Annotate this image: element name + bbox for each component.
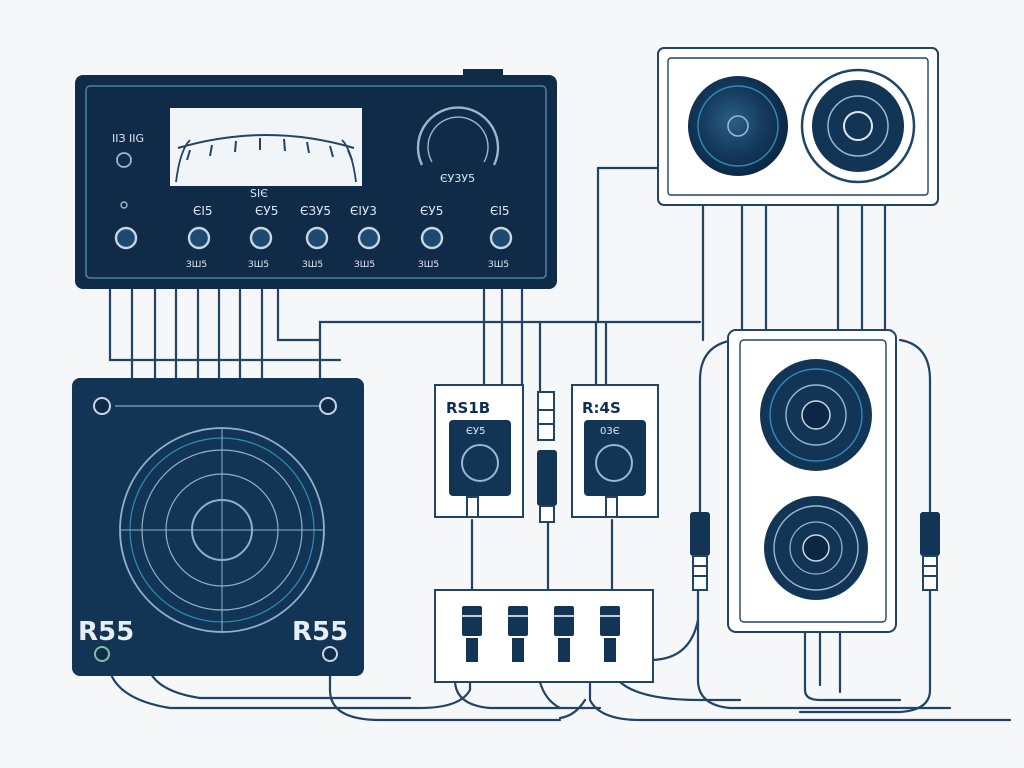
wire bbox=[798, 588, 932, 714]
module-left-face bbox=[449, 420, 511, 496]
wire bbox=[328, 670, 562, 722]
wiring bbox=[108, 166, 1012, 722]
subwoofer-cone bbox=[119, 427, 325, 633]
hub-ports bbox=[462, 606, 620, 662]
top-speaker-inner bbox=[667, 57, 929, 196]
wire bbox=[588, 680, 1012, 722]
module-middle-connector bbox=[537, 391, 557, 523]
subwoofer-unit: R55 R55 bbox=[72, 378, 364, 676]
knob-label: ЗШ5 bbox=[186, 260, 207, 270]
wire bbox=[618, 680, 742, 702]
subwoofer-right-label: R55 bbox=[292, 617, 348, 647]
connector-tip bbox=[539, 505, 555, 523]
wire bbox=[318, 320, 702, 342]
power-knob[interactable] bbox=[114, 226, 138, 250]
knob-label: ЗШ5 bbox=[248, 260, 269, 270]
wire bbox=[108, 670, 472, 710]
small-knob[interactable] bbox=[116, 152, 132, 168]
wire bbox=[558, 698, 587, 720]
wire bbox=[538, 680, 562, 710]
receiver-unit: ІІЗ ІІG ЄУ3У5 SIЄ ЄI5 ЄУ5 ЄЗУ5 ЄIУ3 ЄУ5 … bbox=[75, 69, 557, 289]
screw-icon bbox=[322, 646, 338, 662]
wire bbox=[803, 628, 902, 702]
subwoofer-body bbox=[72, 378, 364, 676]
module-right-subtitle: 03Є bbox=[600, 426, 620, 437]
module-right-speaker bbox=[595, 444, 633, 482]
module-right: R:4S 03Є bbox=[571, 384, 659, 518]
knob-label: ЗШ5 bbox=[354, 260, 375, 270]
module-left-title: RS1B bbox=[446, 399, 490, 417]
wire bbox=[276, 286, 322, 382]
meter-label: SIЄ bbox=[250, 187, 268, 200]
wire bbox=[453, 678, 602, 710]
side-plugs bbox=[690, 512, 940, 591]
screw-icon bbox=[319, 397, 337, 415]
module-right-title: R:4S bbox=[582, 399, 621, 417]
module-left-speaker bbox=[461, 444, 499, 482]
knob[interactable] bbox=[305, 226, 329, 250]
module-left-subtitle: ЄУ5 bbox=[466, 426, 485, 437]
receiver-left-label: ІІЗ ІІG bbox=[112, 132, 144, 145]
connector-jack bbox=[537, 450, 557, 506]
channel-label: ЄI5 bbox=[193, 204, 213, 218]
module-right-face bbox=[584, 420, 646, 496]
cable-plug bbox=[690, 512, 710, 556]
knob[interactable] bbox=[187, 226, 211, 250]
hub-port[interactable] bbox=[554, 606, 574, 636]
channel-label: ЄУ5 bbox=[255, 204, 278, 218]
vu-needle-base bbox=[175, 139, 357, 183]
volume-arc-inner bbox=[427, 116, 489, 163]
subwoofer-left-label: R55 bbox=[78, 617, 134, 647]
receiver-knobs bbox=[114, 226, 513, 250]
tower-inner bbox=[739, 339, 887, 623]
module-right-plug bbox=[605, 496, 618, 518]
hub-port[interactable] bbox=[462, 606, 482, 636]
wire bbox=[898, 338, 932, 522]
knob[interactable] bbox=[249, 226, 273, 250]
screw-icon bbox=[94, 646, 110, 662]
wire bbox=[648, 618, 700, 662]
knob-label: ЗШ5 bbox=[488, 260, 509, 270]
indicator-dot bbox=[120, 201, 128, 209]
wire bbox=[108, 286, 342, 362]
connector-plug bbox=[537, 391, 555, 441]
channel-label: ЄI5 bbox=[490, 204, 510, 218]
channel-label: ЄУ5 bbox=[420, 204, 443, 218]
receiver-top-tab bbox=[463, 69, 503, 77]
top-speaker-box bbox=[657, 47, 939, 206]
knob[interactable] bbox=[357, 226, 381, 250]
hub-port[interactable] bbox=[600, 606, 620, 636]
tower-speaker bbox=[727, 329, 897, 633]
knob[interactable] bbox=[420, 226, 444, 250]
connector-hub bbox=[434, 589, 654, 683]
channel-label: ЄIУ3 bbox=[350, 204, 377, 218]
cable-plug bbox=[920, 512, 940, 556]
knob-label: ЗШ5 bbox=[418, 260, 439, 270]
module-left-plug bbox=[466, 496, 479, 518]
volume-arc bbox=[416, 106, 500, 166]
vu-meter-scale bbox=[177, 134, 355, 149]
screw-icon bbox=[93, 397, 111, 415]
speaker-left bbox=[688, 76, 788, 176]
module-left: RS1B ЄУ5 bbox=[434, 384, 524, 518]
channel-label: ЄЗУ5 bbox=[300, 204, 331, 218]
volume-readout: ЄУ3У5 bbox=[440, 172, 475, 185]
receiver-inner-frame bbox=[85, 85, 547, 279]
knob-label: ЗШ5 bbox=[302, 260, 323, 270]
vu-meter-window bbox=[170, 108, 362, 186]
knob[interactable] bbox=[489, 226, 513, 250]
hub-port[interactable] bbox=[508, 606, 528, 636]
